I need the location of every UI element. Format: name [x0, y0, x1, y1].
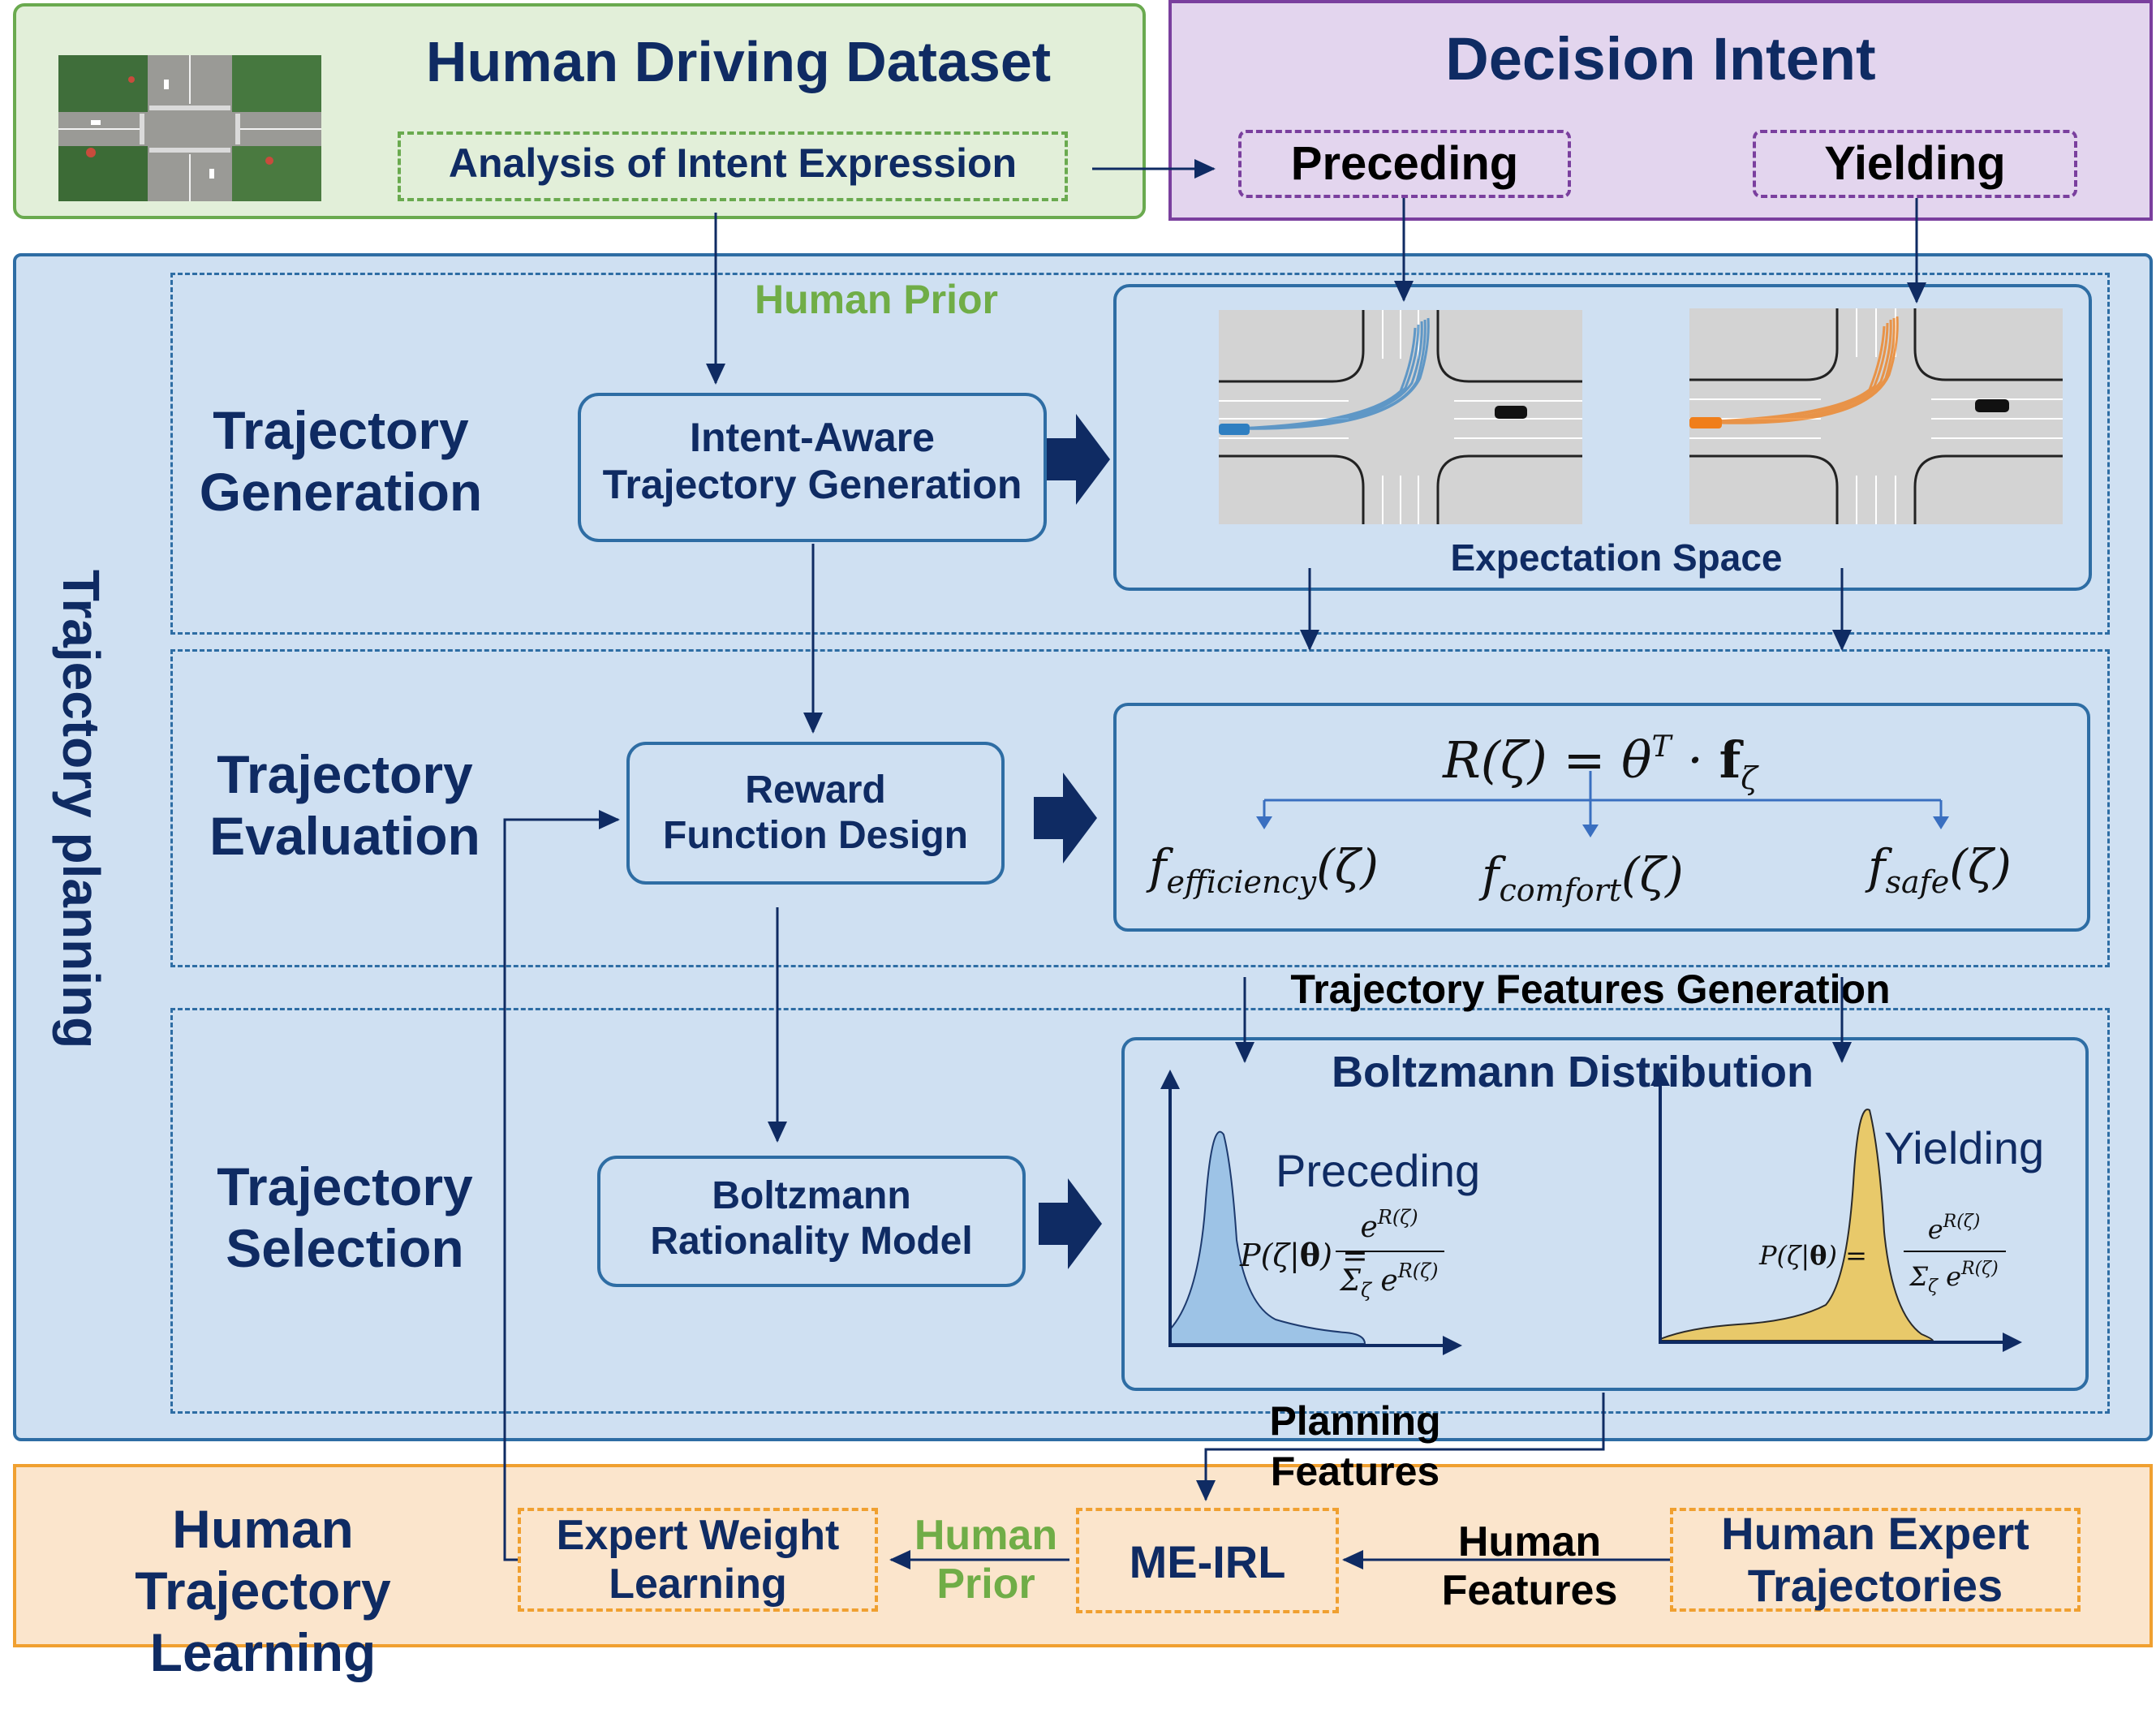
learning-title-line2: Trajectory [135, 1561, 391, 1621]
planning-features-label: Planning Features [1242, 1396, 1469, 1496]
selection-title: Trajectory Selection [162, 1156, 527, 1279]
human-prior-label: Human Prior [754, 277, 999, 322]
boltzmann-distribution-box [1121, 1037, 2089, 1391]
analysis-label: Analysis of Intent Expression [448, 140, 1018, 186]
intent-aware-line2: Trajectory Generation [602, 462, 1022, 507]
yielding-scenario-image [1689, 308, 2063, 524]
dataset-title: Human Driving Dataset [425, 30, 1052, 93]
preceding-intent-box [1238, 130, 1571, 198]
boltzmann-distributions-graphic: P(ζ|θ) = eR(ζ) Σζ eR(ζ) P(ζ|θ) = eR(ζ) Σ… [1160, 1066, 2022, 1355]
evaluation-title: Trajectory Evaluation [162, 743, 527, 867]
yielding-formula: P(ζ|θ) = [1758, 1240, 1867, 1271]
intent-title: Decision Intent [1445, 25, 1876, 93]
generation-title-line2: Generation [199, 462, 483, 522]
expert-trajectories-box [1670, 1508, 2081, 1612]
learning-human-prior-line2: Prior [936, 1561, 1035, 1608]
learning-panel [13, 1464, 2153, 1647]
expert-weight-line1: Expert Weight [556, 1512, 840, 1559]
generation-title: Trajectory Generation [162, 399, 519, 523]
feature-safe: fsafe(ζ) [1865, 839, 2012, 900]
learning-title: Human Trajectory Learning [65, 1498, 461, 1683]
selection-title-line2: Selection [226, 1218, 464, 1278]
yielding-curve [1659, 1109, 1934, 1341]
svg-text:Σζ eR(ζ): Σζ eR(ζ) [1909, 1259, 1998, 1297]
preceding-intent-label: Preceding [1290, 137, 1519, 190]
yielding-distribution-label: Yielding [1884, 1122, 2045, 1173]
feature-efficiency: fefficiency(ζ) [1146, 839, 1379, 900]
selection-section [170, 1008, 2110, 1414]
reward-line1: Reward [745, 769, 886, 812]
learning-title-line1: Human [172, 1499, 354, 1559]
feature-branches [1263, 771, 1943, 825]
feature-comfort: fcomfort(ζ) [1478, 847, 1684, 908]
reward-formula: R(ζ) = θT · fζ [1442, 730, 1759, 796]
svg-text:eR(ζ): eR(ζ) [1360, 1206, 1418, 1244]
analysis-box [398, 131, 1068, 201]
planning-features-line1: Planning [1269, 1398, 1441, 1444]
expert-weight-line2: Learning [609, 1561, 787, 1608]
planning-side-label: Trajectory planning [52, 569, 110, 1049]
generation-title-line1: Trajectory [213, 400, 469, 460]
boltzmann-line1: Boltzmann [712, 1174, 911, 1217]
boltzmann-line2: Rationality Model [650, 1220, 973, 1263]
generation-section [170, 273, 2110, 635]
reward-function-label: Reward Function Design [626, 768, 1005, 859]
boltzmann-model-label: Boltzmann Rationality Model [597, 1173, 1026, 1264]
selection-title-line1: Trajectory [217, 1156, 473, 1216]
meirl-box [1076, 1508, 1339, 1613]
reward-line2: Function Design [663, 814, 968, 857]
features-generation-label: Trajectory Features Generation [1290, 967, 1891, 1012]
preceding-curve [1169, 1130, 1366, 1345]
preceding-scenario-image [1219, 310, 1582, 524]
evaluation-title-line1: Trajectory [217, 744, 473, 804]
reward-formula-box [1113, 703, 2090, 932]
boltzmann-distribution-title: Boltzmann Distribution [1332, 1048, 1814, 1096]
preceding-distribution-chart: P(ζ|θ) = eR(ζ) Σζ eR(ζ) [1160, 1070, 1462, 1355]
evaluation-section [170, 649, 2110, 967]
svg-text:eR(ζ): eR(ζ) [1928, 1212, 1981, 1245]
expectation-space-box [1113, 284, 2092, 591]
preceding-formula: P(ζ|θ) = [1239, 1237, 1368, 1273]
learning-human-prior-line1: Human [914, 1512, 1058, 1559]
expert-trajectories-line2: Trajectories [1747, 1560, 2003, 1611]
intent-aware-generation-box [578, 393, 1047, 542]
human-features-line1: Human [1457, 1518, 1602, 1565]
expert-trajectories-line1: Human Expert [1721, 1508, 2029, 1559]
yielding-intent-label: Yielding [1824, 137, 2006, 190]
intent-aware-generation-label: Intent-Aware Trajectory Generation [578, 414, 1047, 508]
preceding-distribution-label: Preceding [1276, 1145, 1481, 1196]
learning-title-line3: Learning [149, 1622, 377, 1682]
expert-trajectories-label: Human Expert Trajectories [1670, 1508, 2081, 1612]
intent-aware-line1: Intent-Aware [690, 415, 935, 460]
planning-features-line2: Features [1270, 1449, 1440, 1494]
meirl-label: ME-IRL [1129, 1536, 1286, 1587]
expectation-space-label: Expectation Space [1450, 536, 1783, 579]
expert-weight-label: Expert Weight Learning [518, 1511, 878, 1608]
svg-text:Σζ eR(ζ): Σζ eR(ζ) [1338, 1259, 1438, 1302]
aerial-intersection-image [58, 55, 321, 201]
evaluation-title-line2: Evaluation [209, 806, 480, 866]
yielding-intent-box [1753, 130, 2077, 198]
yielding-distribution-chart: P(ζ|θ) = eR(ζ) Σζ eR(ζ) [1650, 1066, 2022, 1352]
intent-panel [1168, 0, 2153, 221]
reward-function-box [626, 742, 1005, 885]
reward-formula-graphic: R(ζ) = θT · fζ fefficiency(ζ) fcomfort(ζ… [1146, 730, 2012, 908]
learning-human-prior: Human Prior [901, 1511, 1071, 1608]
human-features-line2: Features [1441, 1567, 1618, 1614]
human-features-label: Human Features [1412, 1518, 1647, 1615]
